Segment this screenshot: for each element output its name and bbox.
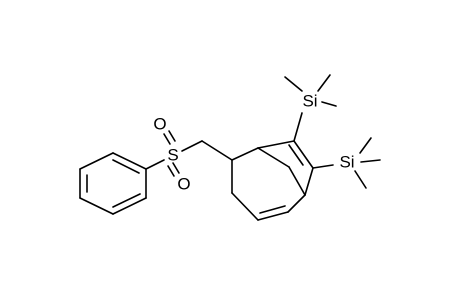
methyl-bond [359, 137, 372, 154]
bond [231, 147, 259, 161]
methyl-bond [317, 74, 331, 92]
methyl-bond [360, 159, 381, 163]
bond [112, 152, 147, 170]
bond [79, 197, 114, 215]
bond [112, 197, 147, 215]
methyl-bond [321, 101, 337, 107]
bond-ring-s [145, 159, 165, 170]
bond [257, 211, 289, 221]
bond [287, 194, 306, 213]
sulfonyl-group: O S O [145, 115, 203, 194]
ring-double-bond [259, 205, 286, 214]
bond [79, 152, 114, 170]
trimethylsilyl-upper: Si [284, 74, 337, 142]
bond [288, 166, 306, 196]
sulfur-label: S [167, 146, 178, 165]
bicyclic-ring [231, 140, 314, 221]
bond [304, 167, 314, 196]
bond [231, 192, 259, 221]
bond-s-o-bottom [172, 162, 180, 174]
bond-s-o-top [163, 133, 171, 145]
bond-s-ch2 [181, 140, 203, 152]
methyl-bond [284, 76, 303, 92]
methyl-bond [354, 170, 367, 189]
trimethylsilyl-right: Si [312, 137, 381, 189]
bridge-double-bond [288, 144, 304, 166]
bond-s-o-bottom [167, 165, 175, 177]
bond [257, 140, 295, 149]
oxygen-label: O [177, 175, 190, 194]
aromatic-double-bond [112, 193, 141, 208]
phenyl-ring [79, 152, 147, 215]
aromatic-double-bond [112, 159, 140, 174]
bond-ch2-ring [201, 140, 233, 161]
oxygen-label: O [153, 115, 166, 134]
bond-c-si [293, 112, 303, 142]
bond-c-si [312, 164, 334, 169]
silicon-label: Si [302, 92, 317, 111]
silicon-label: Si [339, 153, 354, 172]
bond [257, 147, 290, 168]
bond-s-o-top [168, 130, 176, 142]
bond [293, 140, 314, 169]
